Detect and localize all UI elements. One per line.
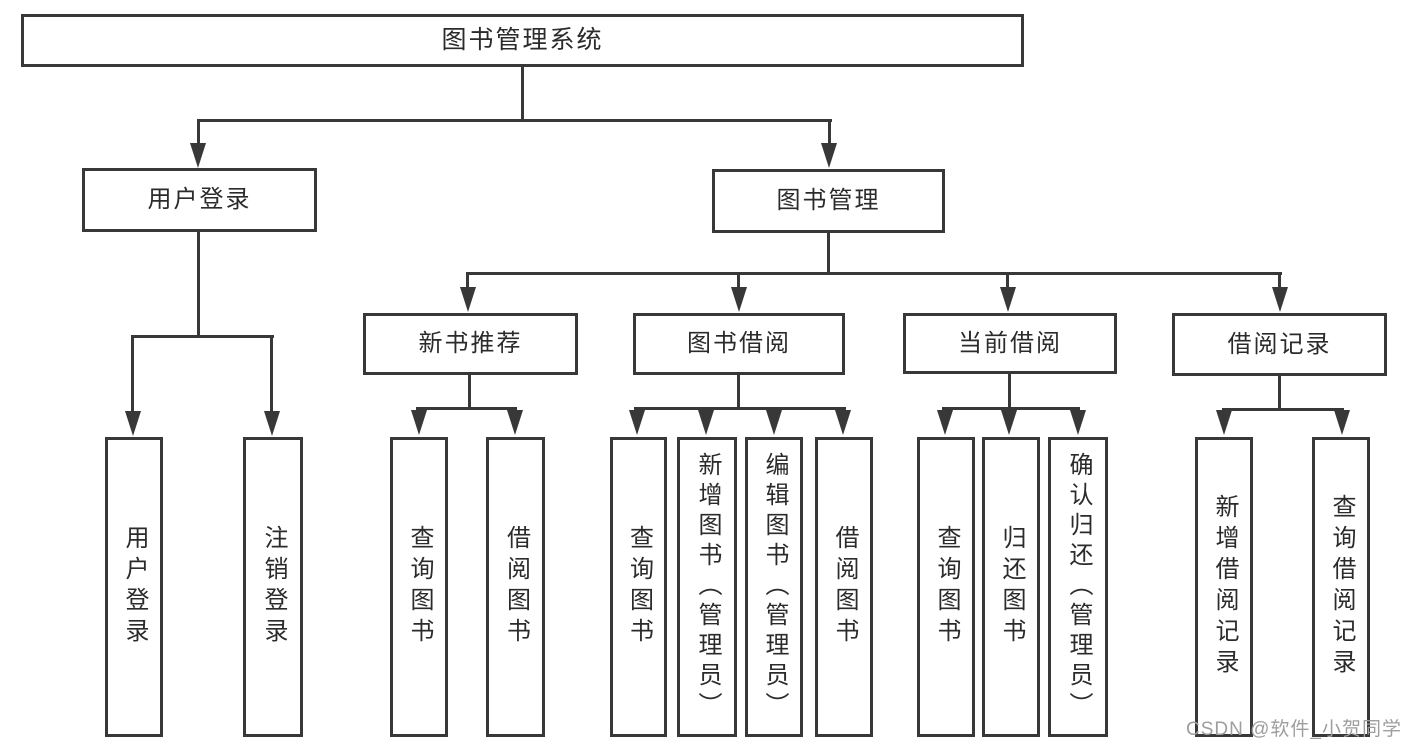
connector-line: [1006, 272, 1009, 290]
node-leaf-query-books-borrow: 查询图书: [610, 437, 667, 737]
node-leaf-logout: 注销登录: [243, 437, 303, 737]
watermark: CSDN @软件_小贺同学: [1186, 719, 1402, 740]
connector-line: [1278, 272, 1281, 290]
node-leaf-user-login: 用户登录: [105, 437, 163, 737]
connector-line: [468, 374, 471, 410]
connector-line: [737, 374, 740, 410]
node-leaf-return-books: 归还图书: [982, 437, 1040, 737]
connector-line: [197, 119, 200, 147]
connector-line: [737, 272, 740, 290]
arrowhead-down-icon: [190, 143, 206, 168]
arrowhead-down-icon: [264, 411, 280, 436]
arrowhead-down-icon: [629, 410, 645, 435]
arrowhead-down-icon: [125, 411, 141, 436]
node-leaf-query-borrow-record: 查询借阅记录: [1312, 437, 1370, 737]
connector-line: [466, 272, 469, 290]
connector-line: [131, 335, 134, 415]
arrowhead-down-icon: [460, 287, 476, 312]
node-borrow-records: 借阅记录: [1172, 313, 1387, 376]
arrowhead-down-icon: [731, 287, 747, 312]
connector-line: [942, 407, 1080, 410]
arrowhead-down-icon: [1001, 410, 1017, 435]
connector-line: [131, 335, 274, 338]
connector-line: [827, 231, 830, 275]
arrowhead-down-icon: [1000, 287, 1016, 312]
node-leaf-add-borrow-record: 新增借阅记录: [1195, 437, 1253, 737]
node-leaf-borrow-books-recommend: 借阅图书: [486, 437, 545, 737]
node-user-login: 用户登录: [82, 168, 317, 232]
connector-line: [466, 272, 1282, 275]
arrowhead-down-icon: [1334, 410, 1350, 435]
node-new-book-recommend: 新书推荐: [363, 313, 578, 375]
node-leaf-confirm-return-admin: 确认归还（管理员）: [1048, 437, 1108, 737]
arrowhead-down-icon: [507, 410, 523, 435]
node-leaf-borrow-books-borrow: 借阅图书: [815, 437, 873, 737]
node-root: 图书管理系统: [21, 14, 1024, 67]
node-leaf-query-books-current: 查询图书: [917, 437, 975, 737]
node-leaf-add-books-admin: 新增图书（管理员）: [677, 437, 737, 737]
arrowhead-down-icon: [1216, 410, 1232, 435]
connector-line: [1278, 375, 1281, 411]
connector-line: [1008, 373, 1011, 410]
node-book-borrow: 图书借阅: [633, 313, 845, 375]
connector-line: [634, 407, 846, 410]
arrowhead-down-icon: [937, 410, 953, 435]
node-current-borrow: 当前借阅: [903, 313, 1117, 374]
arrowhead-down-icon: [766, 410, 782, 435]
connector-line: [1222, 408, 1344, 411]
node-leaf-query-books-recommend: 查询图书: [390, 437, 448, 737]
connector-line: [270, 335, 273, 415]
arrowhead-down-icon: [835, 410, 851, 435]
node-leaf-edit-books-admin: 编辑图书（管理员）: [745, 437, 803, 737]
arrowhead-down-icon: [1070, 410, 1086, 435]
connector-line: [416, 407, 517, 410]
connector-line: [197, 230, 200, 338]
arrowhead-down-icon: [821, 143, 837, 168]
arrowhead-down-icon: [411, 410, 427, 435]
connector-line: [197, 119, 832, 122]
arrowhead-down-icon: [698, 410, 714, 435]
connector-line: [828, 119, 831, 147]
arrowhead-down-icon: [1272, 287, 1288, 312]
node-book-management: 图书管理: [712, 169, 945, 233]
connector-line: [521, 66, 524, 122]
